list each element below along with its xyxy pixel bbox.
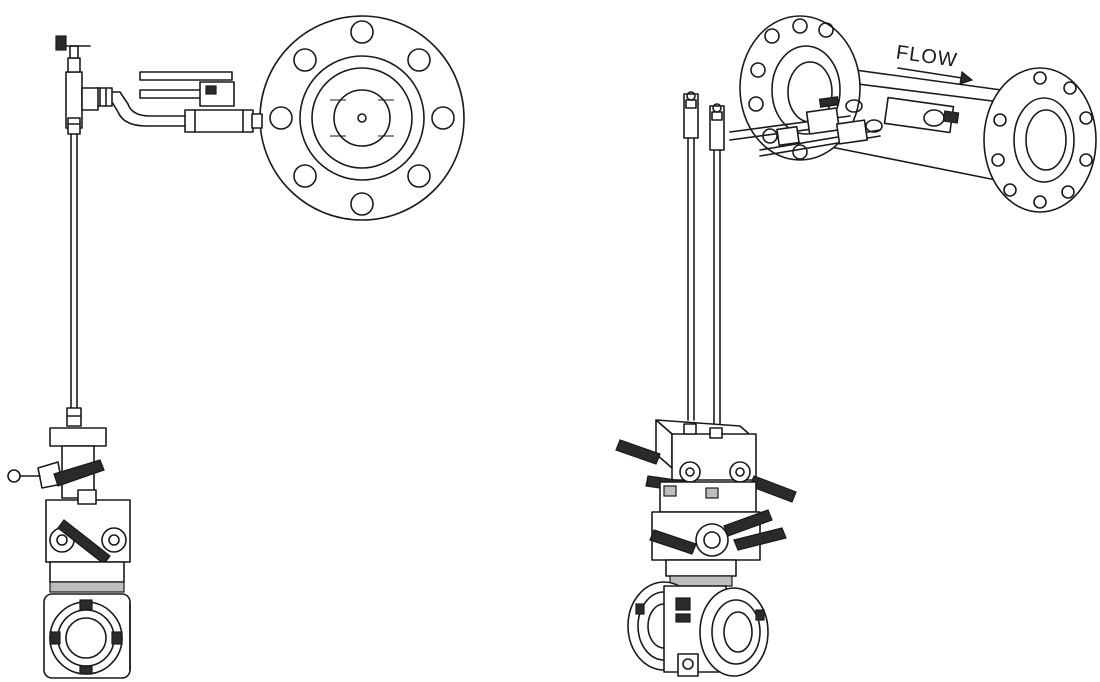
right-manifold: [615, 419, 797, 587]
left-impulse-tubing: [95, 87, 186, 127]
right-vent-valves: [683, 91, 725, 151]
right-assembly: FLOW: [615, 15, 1097, 677]
right-outlet-flange: [983, 67, 1097, 213]
inlet-flange-bolt-holes: [748, 18, 834, 160]
left-transmitter: [43, 593, 131, 679]
left-assembly: [7, 15, 465, 679]
left-vertical-tube: [66, 133, 82, 427]
flow-arrow-icon: [897, 67, 974, 85]
flange-bolt-holes: [269, 20, 455, 216]
right-transmitter: [627, 581, 769, 677]
left-root-valve: [139, 71, 263, 133]
outlet-flange-bolt-holes: [991, 71, 1093, 209]
left-orifice-flange: [259, 15, 465, 221]
right-vertical-tubes: [687, 137, 721, 425]
left-vent-tee: [55, 35, 99, 135]
right-root-valves: [729, 96, 883, 157]
left-manifold: [7, 427, 131, 593]
flow-label: FLOW: [895, 41, 959, 71]
